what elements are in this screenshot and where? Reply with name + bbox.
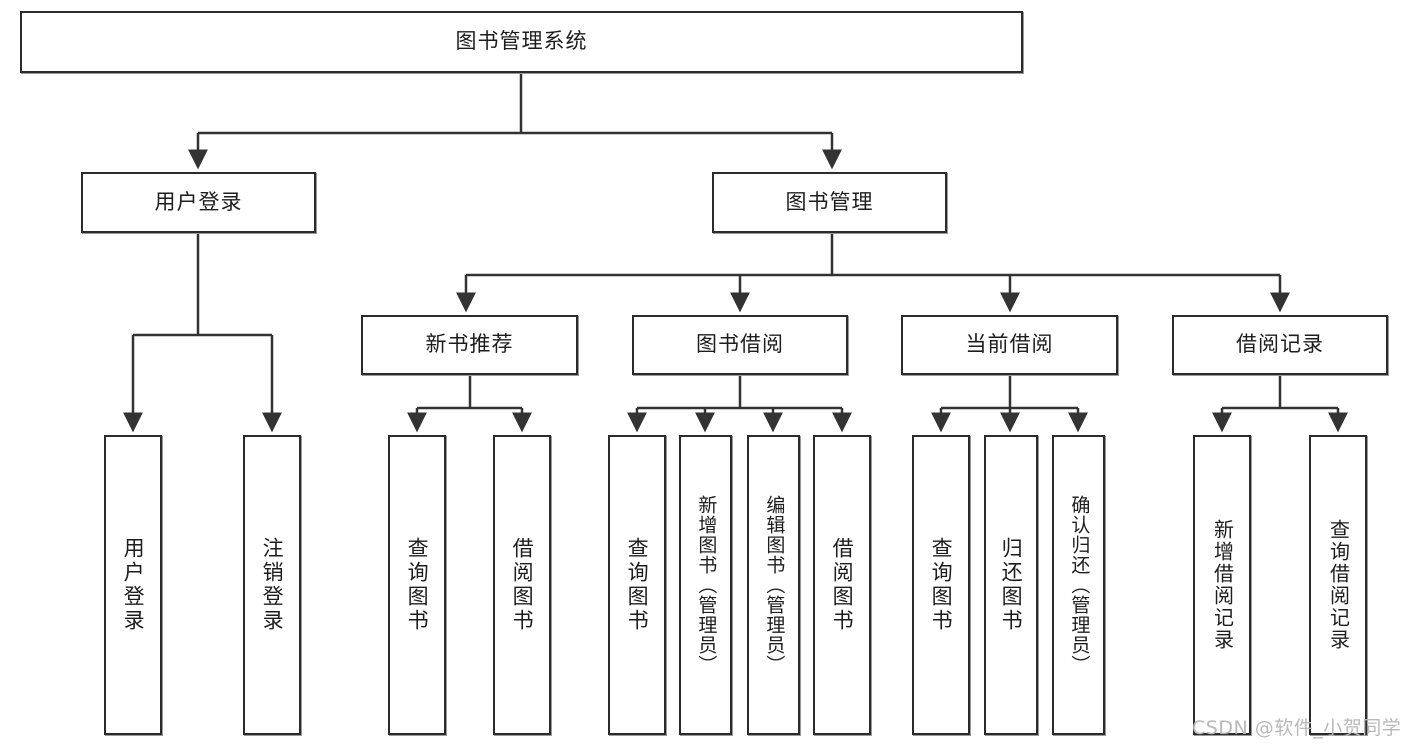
node-label: 新增借阅记录: [1210, 519, 1235, 651]
node-label: 用户登录: [154, 189, 243, 214]
leaf-new-book-borrow[interactable]: 借阅图书: [493, 435, 551, 735]
node-label: 借阅图书: [510, 537, 535, 633]
node-label: 查询图书: [625, 537, 650, 633]
leaf-current-borrow-return[interactable]: 归还图书: [984, 435, 1038, 735]
leaf-current-borrow-confirm-admin[interactable]: 确认归还（管理员）: [1052, 435, 1105, 735]
node-label: 查询图书: [929, 537, 954, 633]
leaf-book-borrow-query[interactable]: 查询图书: [608, 435, 666, 735]
leaf-book-borrow-add-admin[interactable]: 新增图书（管理员）: [679, 435, 732, 735]
node-label: 图书管理: [785, 189, 874, 214]
node-book-borrow[interactable]: 图书借阅: [632, 315, 848, 375]
node-user-login[interactable]: 用户登录: [81, 172, 316, 233]
node-label: 图书管理系统: [455, 29, 588, 54]
node-label: 当前借阅: [965, 332, 1054, 357]
leaf-borrow-record-query[interactable]: 查询借阅记录: [1309, 435, 1367, 735]
node-label: 查询借阅记录: [1326, 519, 1351, 651]
node-book-management[interactable]: 图书管理: [712, 172, 947, 233]
node-borrow-record[interactable]: 借阅记录: [1172, 315, 1388, 375]
node-label: 新增图书（管理员）: [695, 495, 718, 675]
node-label: 借阅图书: [830, 537, 855, 633]
csdn-watermark: CSDN @软件_小贺同学: [1192, 717, 1402, 739]
node-current-borrow[interactable]: 当前借阅: [901, 315, 1118, 375]
node-new-book-recommend[interactable]: 新书推荐: [361, 315, 578, 375]
node-label: 新书推荐: [425, 332, 514, 357]
leaf-user-login-login[interactable]: 用户登录: [104, 435, 162, 735]
node-root-book-management-system[interactable]: 图书管理系统: [20, 11, 1023, 73]
node-label: 注销登录: [260, 537, 285, 633]
node-label: 图书借阅: [696, 332, 784, 357]
leaf-new-book-query[interactable]: 查询图书: [388, 435, 446, 735]
node-label: 归还图书: [999, 537, 1024, 633]
node-label: 确认归还（管理员）: [1068, 495, 1091, 675]
node-label: 查询图书: [405, 537, 430, 633]
node-label: 用户登录: [121, 537, 146, 633]
leaf-book-borrow-edit-admin[interactable]: 编辑图书（管理员）: [747, 435, 800, 735]
node-label: 编辑图书（管理员）: [763, 495, 786, 675]
node-label: 借阅记录: [1236, 332, 1324, 357]
leaf-borrow-record-add[interactable]: 新增借阅记录: [1193, 435, 1251, 735]
leaf-user-login-logout[interactable]: 注销登录: [243, 435, 301, 735]
leaf-book-borrow-borrow[interactable]: 借阅图书: [813, 435, 871, 735]
leaf-current-borrow-query[interactable]: 查询图书: [912, 435, 970, 735]
